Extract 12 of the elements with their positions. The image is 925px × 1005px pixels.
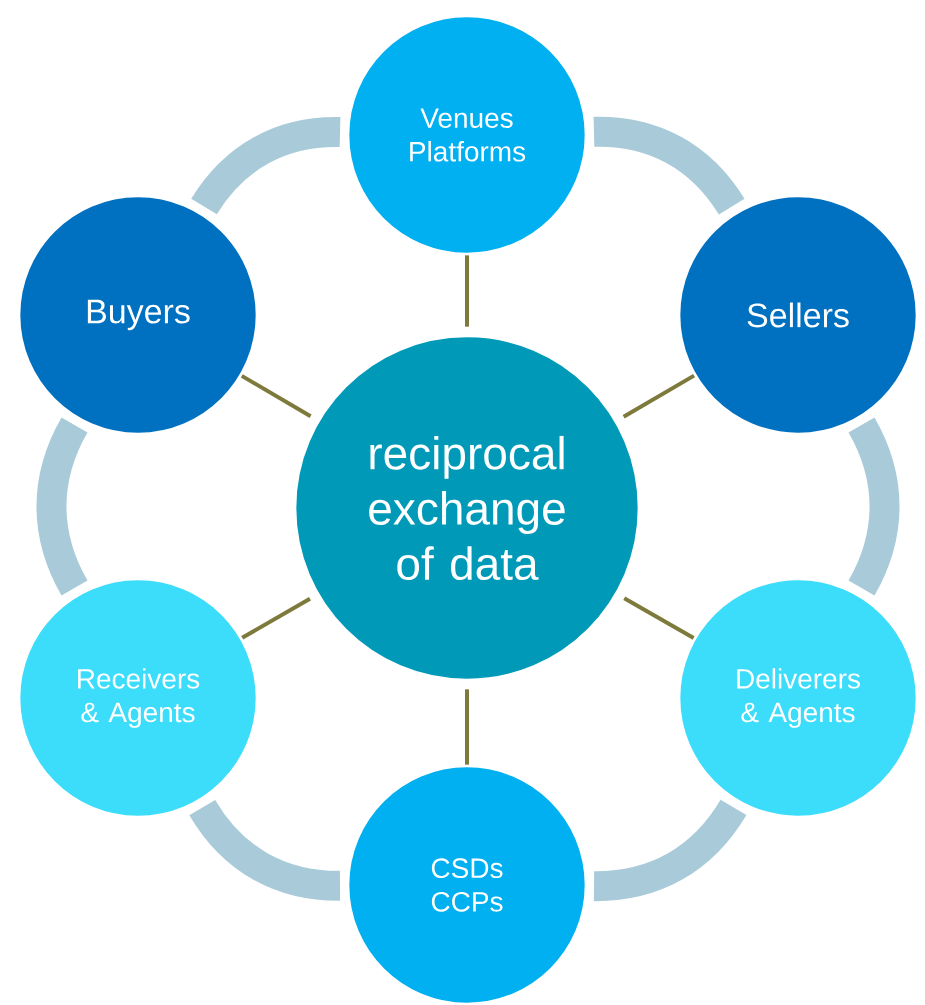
spoke-line [622,373,696,419]
spoke-line [623,596,695,640]
circle-node: Receivers & Agents [17,577,259,819]
circle-node: Venues Platforms [346,14,588,256]
circle-node: Buyers [17,194,259,436]
circle-node: Sellers [677,194,919,436]
spoke-line [465,689,469,765]
spoke-line [241,596,311,640]
circle-node: CSDs CCPs [346,764,588,1005]
spoke-line [240,374,312,418]
spoke-line [465,255,469,327]
circle-node: Deliverers & Agents [677,577,919,819]
